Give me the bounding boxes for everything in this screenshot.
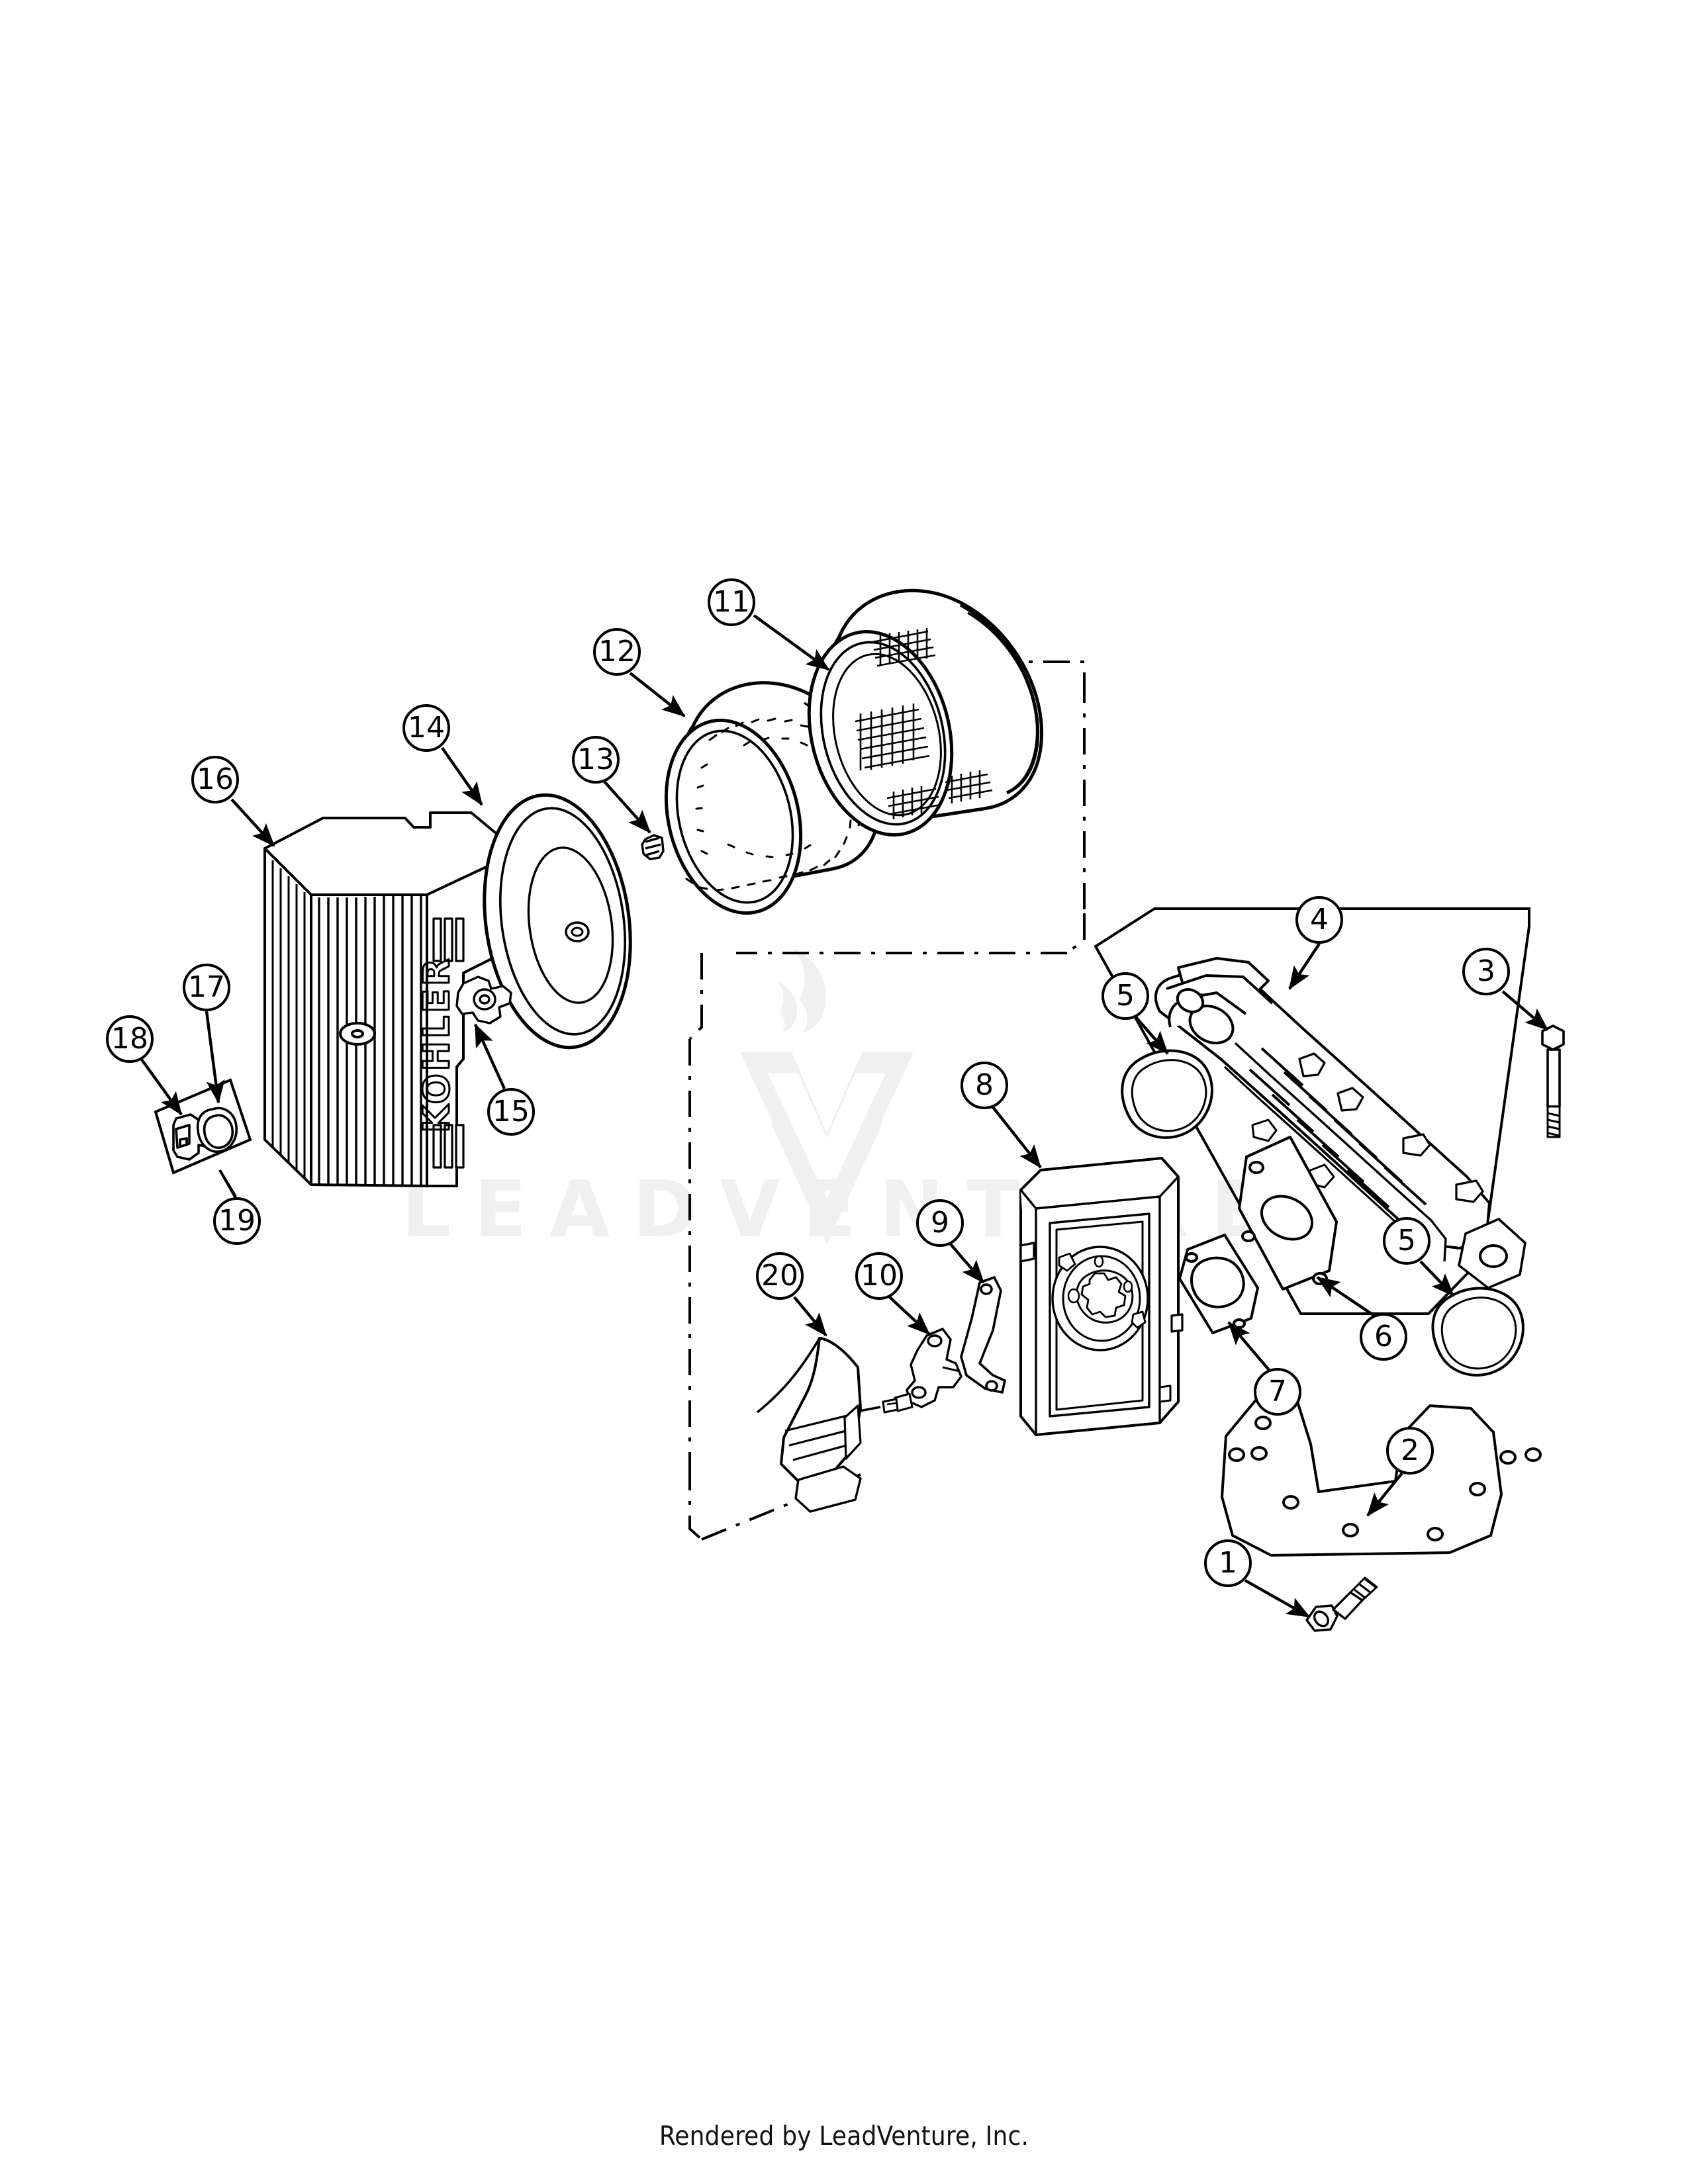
part-air-cleaner-base-plate [1019, 1157, 1184, 1436]
leader-lines [140, 614, 1549, 1618]
leader-5-lower [1419, 1260, 1455, 1297]
callout-18[interactable]: 18 [106, 1015, 154, 1063]
callout-19[interactable]: 19 [213, 1197, 261, 1245]
part-o-ring-seal-upper [1121, 1049, 1213, 1139]
leader-11 [753, 614, 830, 671]
part-grommet-ring [196, 1107, 238, 1153]
leader-4 [1288, 942, 1321, 990]
callout-15[interactable]: 15 [487, 1088, 535, 1136]
part-knob-clamp [455, 976, 512, 1024]
leader-13 [603, 780, 651, 834]
leader-10 [888, 1296, 931, 1336]
part-flange-bolt [1305, 1576, 1378, 1632]
leader-5-upper [1135, 1016, 1169, 1055]
part-mounting-bracket [1221, 1396, 1542, 1557]
part-choke-linkage-lever [824, 1328, 962, 1419]
part-group-plate-17-18 [154, 1078, 252, 1175]
part-long-hex-bolt [1541, 1024, 1565, 1138]
leader-12 [629, 672, 686, 717]
callout-3[interactable]: 3 [1462, 948, 1510, 995]
callout-17[interactable]: 17 [183, 964, 230, 1011]
leader-17 [205, 1011, 225, 1104]
callout-10[interactable]: 10 [855, 1252, 903, 1300]
part-air-intake-scoop [756, 1337, 862, 1513]
part-bracket-strap [960, 1276, 1006, 1394]
callout-20[interactable]: 20 [756, 1252, 804, 1300]
callout-11[interactable]: 11 [708, 578, 755, 626]
leader-7 [1227, 1321, 1270, 1371]
part-air-cleaner-cover [483, 793, 632, 1050]
leader-1 [1244, 1579, 1311, 1618]
leader-14 [441, 747, 483, 806]
kohler-brand-text: KOHLER [416, 956, 457, 1132]
leader-16 [230, 798, 275, 847]
leader-2 [1366, 1472, 1403, 1517]
callout-13[interactable]: 13 [572, 736, 620, 784]
part-manifold-gasket [1238, 1136, 1338, 1291]
callout-8[interactable]: 8 [961, 1062, 1008, 1109]
leader-8 [992, 1106, 1042, 1169]
callout-7[interactable]: 7 [1254, 1368, 1301, 1416]
part-o-ring-seal-lower [1431, 1287, 1524, 1377]
callout-16[interactable]: 16 [191, 756, 239, 803]
callout-14[interactable]: 14 [402, 704, 450, 752]
footer-attribution: Rendered by LeadVenture, Inc. [659, 2121, 1029, 2152]
leader-15 [473, 1023, 506, 1089]
callout-6[interactable]: 6 [1360, 1313, 1407, 1361]
leader-6 [1316, 1276, 1376, 1317]
callout-2[interactable]: 2 [1386, 1427, 1434, 1475]
callout-5-upper[interactable]: 5 [1102, 972, 1149, 1020]
part-air-cleaner-housing [807, 588, 1043, 837]
callout-4[interactable]: 4 [1295, 896, 1343, 944]
leader-20 [793, 1296, 827, 1337]
manifold-group-plate [1094, 907, 1530, 1315]
callout-5-lower[interactable]: 5 [1383, 1217, 1430, 1265]
leader-9 [949, 1243, 985, 1284]
part-wing-nut [641, 834, 665, 860]
callout-9[interactable]: 9 [916, 1199, 964, 1247]
leader-3 [1501, 990, 1549, 1031]
leader-19 [218, 1169, 237, 1199]
part-kohler-heat-shield: KOHLER [263, 811, 504, 1187]
leader-18 [140, 1058, 183, 1116]
callout-1[interactable]: 1 [1204, 1539, 1252, 1587]
callout-12[interactable]: 12 [593, 628, 641, 676]
